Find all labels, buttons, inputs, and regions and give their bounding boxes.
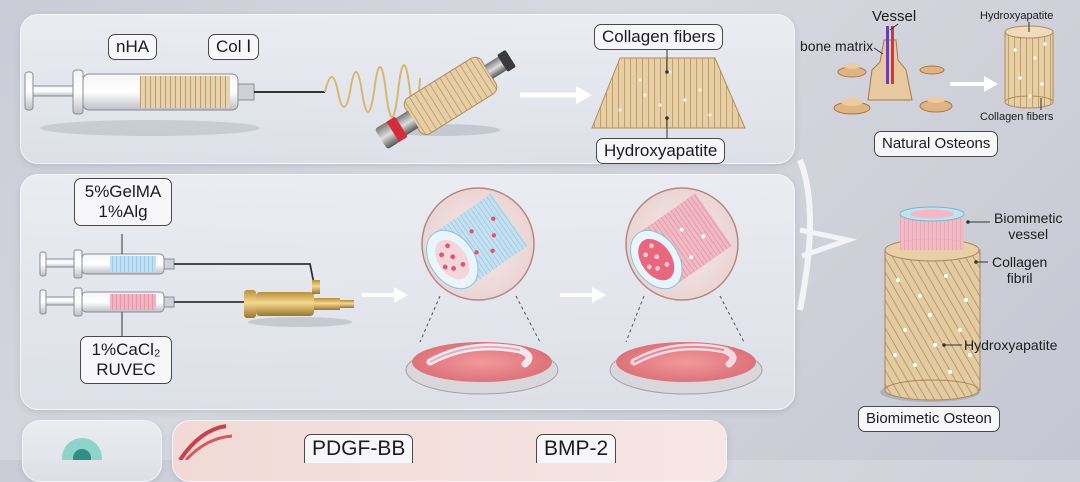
label-nha: nHA — [108, 34, 158, 60]
arrow-osteon — [950, 76, 998, 92]
label-col: Col Ⅰ — [208, 34, 260, 60]
label-alg: 1%Alg — [98, 202, 148, 221]
label-biomimetic-osteon: Biomimetic Osteon — [858, 406, 1000, 432]
biomimetic-osteon-model — [880, 206, 990, 402]
syringe-cacl — [39, 287, 244, 338]
diagram-artwork — [24, 22, 1054, 460]
label-cacl: 1%CaCl₂ — [91, 340, 161, 359]
arrow-panel2-b — [560, 287, 606, 303]
rotating-collector — [375, 50, 516, 149]
vessel-strands — [178, 424, 233, 460]
syringe-gel — [39, 234, 315, 285]
syringe-top — [24, 69, 325, 136]
osteon-cylinder-small — [1004, 22, 1054, 110]
arrow-panel2-a — [362, 287, 408, 303]
spinning-jet — [324, 64, 421, 118]
label-biomimetic-vessel-line1: Biomimetic — [994, 210, 1063, 226]
collagen-fiber-sheet — [591, 46, 746, 140]
label-osteon-hydroxyapatite: Hydroxyapatite — [980, 10, 1054, 22]
cell-icon — [62, 438, 102, 460]
label-pdgf-bb: PDGF-BB — [304, 434, 414, 463]
label-collagen-fibril-line1: Collagen — [992, 254, 1048, 270]
label-natural-osteons: Natural Osteons — [874, 131, 999, 157]
label-collagen-fibril: Collagen fibril — [992, 254, 1047, 286]
label-cacl-ruvec: 1%CaCl₂ RUVEC — [80, 336, 172, 384]
petri-dish-2 — [609, 342, 763, 395]
label-ruvec: RUVEC — [96, 360, 156, 379]
label-collagen-fibers: Collagen fibers — [594, 24, 724, 50]
coaxial-nozzle — [244, 280, 354, 327]
arrow-head-biomimetic — [799, 227, 858, 259]
label-biomimetic-vessel-line2: vessel — [1008, 226, 1049, 242]
label-osteon-collagen-fibers: Collagen fibers — [980, 111, 1054, 123]
label-biomimetic-hydroxyapatite: Hydroxyapatite — [964, 337, 1058, 353]
label-bmp-2: BMP-2 — [536, 434, 617, 463]
zoom-circle-day1 — [419, 187, 541, 343]
label-gelma: 5%GelMA — [84, 182, 162, 201]
label-bone-matrix: bone matrix — [800, 38, 874, 54]
curved-arrow-to-biomimetic — [797, 158, 813, 311]
zoom-circle-day2 — [625, 187, 745, 343]
arrow-panel1 — [520, 86, 592, 104]
label-collagen-fibril-line2: fibril — [1006, 270, 1033, 286]
petri-dish-1 — [405, 342, 559, 395]
label-hydroxyapatite: Hydroxyapatite — [596, 138, 726, 164]
natural-osteon-model — [833, 23, 953, 115]
label-vessel: Vessel — [872, 8, 917, 25]
label-gelma-alg: 5%GelMA 1%Alg — [74, 178, 172, 226]
label-biomimetic-vessel: Biomimetic vessel — [994, 210, 1062, 242]
